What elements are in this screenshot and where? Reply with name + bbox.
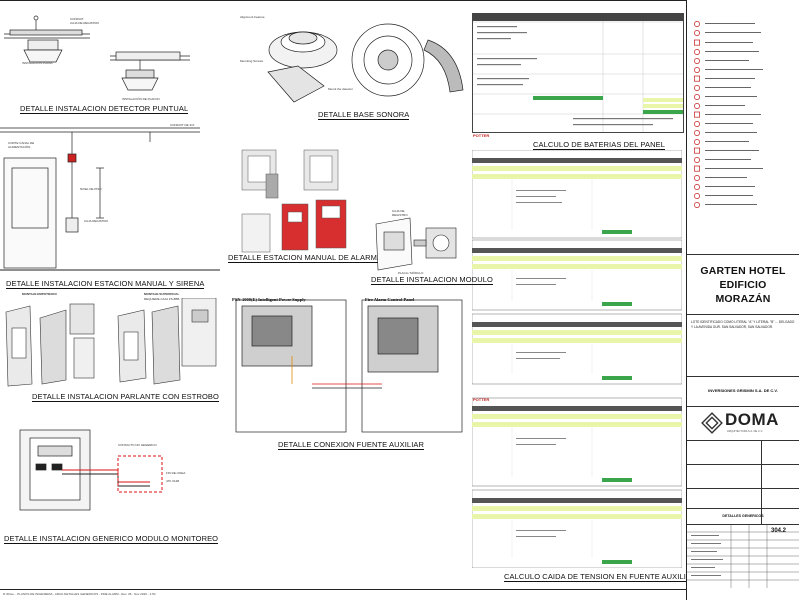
project-description: LOTE IDENTIFICADO COMO LITERAL "A" Y LIT… <box>691 320 795 329</box>
svg-text:CONDUIT DE 3/4": CONDUIT DE 3/4" <box>170 123 195 127</box>
sheet-code: 304.2 <box>771 528 787 534</box>
detector-drawing: CONDUIT CAJA DE REGISTRO INSTALACIÓN DE … <box>4 15 190 101</box>
legend-symbols <box>694 21 763 208</box>
facp-title: Fire Alarm Control Panel <box>365 297 415 302</box>
detector-sublabel: INSTALACIÓN PLANA <box>22 61 53 65</box>
tb-divider-table <box>687 524 799 525</box>
svg-text:CONTACTO NO GENERICO: CONTACTO NO GENERICO <box>118 443 157 447</box>
sheet-title: DETALLES GENERICOS <box>722 514 764 518</box>
project-name-1: GARTEN HOTEL <box>700 265 786 277</box>
tb-divider-desc <box>687 314 799 315</box>
svg-text:FIN DE LINEA: FIN DE LINEA <box>166 471 185 475</box>
svg-text:NIVEL DE PISO: NIVEL DE PISO <box>80 187 102 191</box>
svg-text:CONDUIT: CONDUIT <box>70 17 84 21</box>
svg-text:CORTE CANAL DE: CORTE CANAL DE <box>8 141 34 145</box>
aux-power-drawing <box>235 299 463 433</box>
alarm-stations-drawing <box>241 149 347 253</box>
caption-voltage: CALCULO CAIDA DE TENSION EN FUENTE AUXIL… <box>504 572 697 582</box>
caption-speaker: DETALLE INSTALACION PARLANTE CON ESTROBO <box>32 392 219 402</box>
svg-text:CAJA REGISTRO: CAJA REGISTRO <box>84 219 109 223</box>
label-montaje-superficial: MONTAJE SUPERFICIAL <box>144 292 180 296</box>
potter-logo-1: POTTER <box>473 133 490 138</box>
svg-text:PLACA / MÓDULO: PLACA / MÓDULO <box>398 270 424 275</box>
monitor-module-drawing: CONTACTO NO GENERICO FIN DE LINEA 47K OH… <box>19 429 185 511</box>
svg-text:INSTALACIÓN DE PLAFON: INSTALACIÓN DE PLAFON <box>122 96 160 101</box>
svg-text:47K OHM: 47K OHM <box>166 479 180 483</box>
caption-panel-calc: CALCULO DE BATERIAS DEL PANEL <box>533 140 665 150</box>
caption-alarm: DETALLE ESTACION MANUAL DE ALARMA <box>228 253 383 263</box>
sonora-drawing: Alignment Feature Mounting Screws Mount … <box>240 15 464 103</box>
speaker-drawing <box>5 298 217 387</box>
svg-text:Mounting Screws: Mounting Screws <box>240 59 264 63</box>
caption-sonora: DETALLE BASE SONORA <box>318 110 410 120</box>
caption-aux: DETALLE CONEXION FUENTE AUXILIAR <box>278 440 425 450</box>
caption-manual: DETALLE INSTALACION ESTACION MANUAL Y SI… <box>6 279 205 289</box>
tb-grid-row2 <box>687 488 799 489</box>
tb-divider-project <box>687 254 799 255</box>
owner-name: INVERSIONES GRISMIN S.A. DE C.V. <box>708 388 778 393</box>
caption-detector: DETALLE INSTALACION DETECTOR PUNTUAL <box>20 104 189 114</box>
doma-logo-icon <box>701 412 723 434</box>
tb-grid-row3 <box>687 508 799 509</box>
caption-module: DETALLE INSTALACION MODULO <box>371 275 493 285</box>
svg-text:Mount the detector: Mount the detector <box>328 87 353 91</box>
doma-logo-text: DOMA <box>725 410 779 429</box>
tb-divider-grid <box>687 440 799 441</box>
file-path-footer: D:\Drive... PLANOS DE INGENIERIA - ARCH … <box>3 592 156 596</box>
potter-logo-2: POTTER <box>473 397 490 402</box>
doma-logo-sub: ARQUITECTURA S.A. DE C.V. <box>727 430 763 433</box>
title-block: GARTEN HOTEL EDIFICIO MORAZÁN LOTE IDENT… <box>686 0 799 600</box>
svg-text:CAJA DE REGISTRO: CAJA DE REGISTRO <box>70 21 100 25</box>
tb-divider-owner <box>687 376 799 377</box>
tb-grid-vline <box>761 440 762 524</box>
revision-table <box>687 524 799 588</box>
tb-grid-row1 <box>687 464 799 465</box>
svg-text:ALIMENTACIÓN: ALIMENTACIÓN <box>8 144 30 149</box>
label-montaje-empotrado: MONTAJE EMPOTRADO <box>22 292 57 296</box>
tb-divider-logo <box>687 406 799 407</box>
caption-monitor: DETALLE INSTALACION GENERICO MODULO MONI… <box>4 534 219 544</box>
svg-text:CAJA DE: CAJA DE <box>392 209 405 213</box>
battery-table <box>472 13 684 133</box>
svg-text:Alignment Feature: Alignment Feature <box>240 15 265 19</box>
project-name-3: MORAZÁN <box>715 293 771 305</box>
psu-title: PSN-1000(E) Intelligent Power Supply <box>232 297 306 302</box>
label-requiere-caja: REQUIERE CAJA FS-8BB <box>144 297 180 301</box>
voltage-tables <box>471 149 683 569</box>
project-name-2: EDIFICIO <box>719 279 767 291</box>
svg-text:REGISTRO: REGISTRO <box>392 213 408 217</box>
